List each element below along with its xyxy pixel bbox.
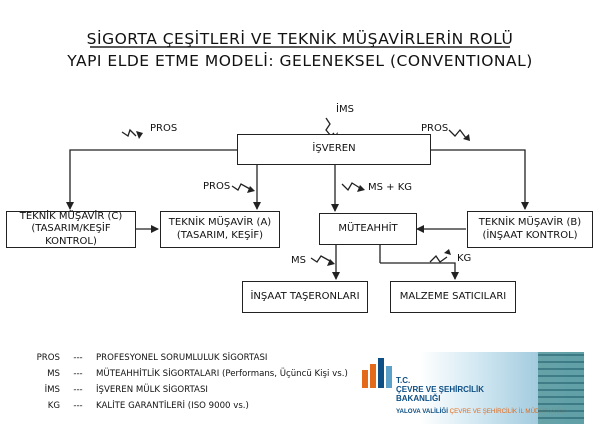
pros-left-arrowhead [136, 131, 143, 139]
legend-text: MÜTEAHHİTLİK SİGORTALARI (Performans, Üç… [96, 369, 348, 379]
ministry-line1: ÇEVRE VE ŞEHİRCİLİK [396, 385, 485, 395]
malzeme-saticilari-box: MALZEME SATICILARI [390, 281, 516, 313]
ms-kg-arrowhead [357, 185, 365, 192]
teknik-c-role: (TASARIM/KEŞİF KONTROL) [31, 223, 111, 247]
office-name: YALOVA VALİLİĞİ ÇEVRE VE ŞEHİRCİLİK İL M… [396, 408, 566, 415]
ms-kg-edge-label: MS + KG [368, 182, 413, 193]
muteahhit-label: MÜTEAHHİT [338, 222, 398, 234]
ministry-logo-banner: T.C. ÇEVRE VE ŞEHİRCİLİK BAKANLIĞI YALOV… [356, 352, 584, 424]
legend-row: PROS --- PROFESYONEL SORUMLULUK SİGORTAS… [22, 350, 348, 366]
legend-row: MS --- MÜTEAHHİTLİK SİGORTALARI (Perform… [22, 366, 348, 382]
kg-edge-label: KG [457, 253, 472, 264]
office-directorate: ÇEVRE VE ŞEHİRCİLİK İL MÜDÜRLÜĞÜ [449, 408, 566, 415]
edge-muteahhit-malzeme-b [380, 262, 459, 280]
legend-separator: --- [73, 369, 83, 379]
pros-left-edge-label: PROS [150, 123, 178, 134]
pros-mid-zigzag [231, 183, 251, 191]
legend-abbr: İMS [44, 385, 60, 395]
teknik-b-role: (İNŞAAT KONTROL) [482, 229, 578, 241]
pros-left-zigzag [121, 128, 137, 138]
diagram-subtitle: Yapı Elde Etme Modelİ: Geleneksel (Conve… [67, 52, 533, 70]
pros-right-edge-label: PROS [421, 123, 449, 134]
insaat-taseronlari-box: İNŞAAT TAŞERONLARI [242, 281, 368, 313]
ministry-name: T.C. ÇEVRE VE ŞEHİRCİLİK BAKANLIĞI [396, 376, 484, 404]
legend-separator: --- [73, 385, 83, 395]
kg-arrowhead [444, 249, 451, 255]
insaat-taseronlari-label: İNŞAAT TAŞERONLARI [250, 290, 360, 302]
legend-abbr: KG [47, 401, 60, 411]
ms-zigzag [310, 255, 331, 263]
diagram-title: Sİgorta Çeşİtlerİ ve Teknİk Müşavİrlerİn… [86, 30, 514, 48]
legend-separator: --- [73, 401, 83, 411]
building-photo [538, 352, 584, 424]
isveren-box: İŞVEREN [237, 134, 431, 165]
edge-isveren-teknik-c [66, 149, 237, 210]
pros-mid-arrowhead [247, 186, 255, 193]
legend-row: İMS --- İŞVEREN MÜLK SİGORTASI [22, 382, 348, 398]
pros-right-zigzag [448, 128, 467, 139]
legend-abbr: PROS [36, 353, 60, 363]
edge-isveren-teknik-b [431, 149, 529, 210]
kg-zigzag [429, 254, 448, 263]
ms-kg-zigzag [341, 182, 361, 192]
legend-abbr: MS [47, 369, 60, 379]
ministry-line2: BAKANLIĞI [396, 394, 441, 404]
malzeme-saticilari-label: MALZEME SATICILARI [399, 290, 507, 302]
muteahhit-box: MÜTEAHHİT [319, 213, 417, 245]
pros-mid-edge-label: PROS [203, 181, 231, 192]
teknik-musavir-b-box: TEKNİK MÜŞAVİR (B) (İNŞAAT KONTROL) [467, 211, 593, 248]
legend: PROS --- PROFESYONEL SORUMLULUK SİGORTAS… [22, 350, 348, 414]
legend-text: PROFESYONEL SORUMLULUK SİGORTASI [96, 353, 268, 363]
legend-text: KALİTE GARANTİLERİ (ISO 9000 vs.) [96, 401, 249, 411]
legend-text: İŞVEREN MÜLK SİGORTASI [96, 385, 208, 395]
ims-edge-label: İMS [336, 104, 354, 115]
ministry-emblem-icon [362, 358, 392, 388]
office-governorship: YALOVA VALİLİĞİ [396, 408, 448, 415]
ms-edge-label: MS [291, 255, 306, 266]
ministry-tc: T.C. [396, 376, 411, 385]
teknik-musavir-c-box: TEKNİK MÜŞAVİR (C) (TASARIM/KEŞİF KONTRO… [6, 211, 136, 248]
teknik-b-name: TEKNİK MÜŞAVİR (B) [478, 217, 582, 228]
isveren-label: İŞVEREN [312, 143, 356, 155]
legend-separator: --- [73, 353, 83, 363]
legend-row: KG --- KALİTE GARANTİLERİ (ISO 9000 vs.) [22, 398, 348, 414]
ms-arrowhead [327, 259, 335, 266]
teknik-musavir-a-box: TEKNİK MÜŞAVİR (A) (TASARIM, KEŞİF) [160, 211, 280, 248]
teknik-a-name: TEKNİK MÜŞAVİR (A) [168, 217, 272, 228]
teknik-a-role: (TASARIM, KEŞİF) [176, 229, 264, 241]
pros-right-arrowhead [463, 134, 470, 141]
teknik-c-name: TEKNİK MÜŞAVİR (C) [19, 210, 123, 222]
